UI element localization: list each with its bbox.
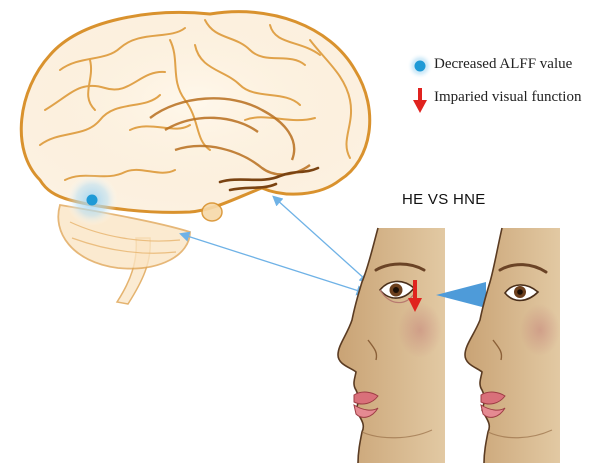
face-he	[338, 228, 445, 463]
legend-decreased-label: Decreased ALFF value	[434, 56, 572, 73]
alff-region	[66, 174, 118, 226]
face-hne	[465, 228, 560, 463]
temporal-structure	[202, 203, 222, 221]
alff-dot-icon	[87, 195, 98, 206]
red-down-arrow-icon	[413, 88, 427, 113]
comparison-title: HE VS HNE	[402, 191, 486, 208]
brain-illustration	[21, 12, 369, 304]
blue-dot-icon	[415, 61, 426, 72]
connector-arrow-upper	[276, 199, 366, 280]
connector-arrow-lower	[184, 235, 362, 292]
legend-impaired-label: Imparied visual function	[434, 89, 581, 106]
legend-decreased-icon	[407, 53, 433, 79]
